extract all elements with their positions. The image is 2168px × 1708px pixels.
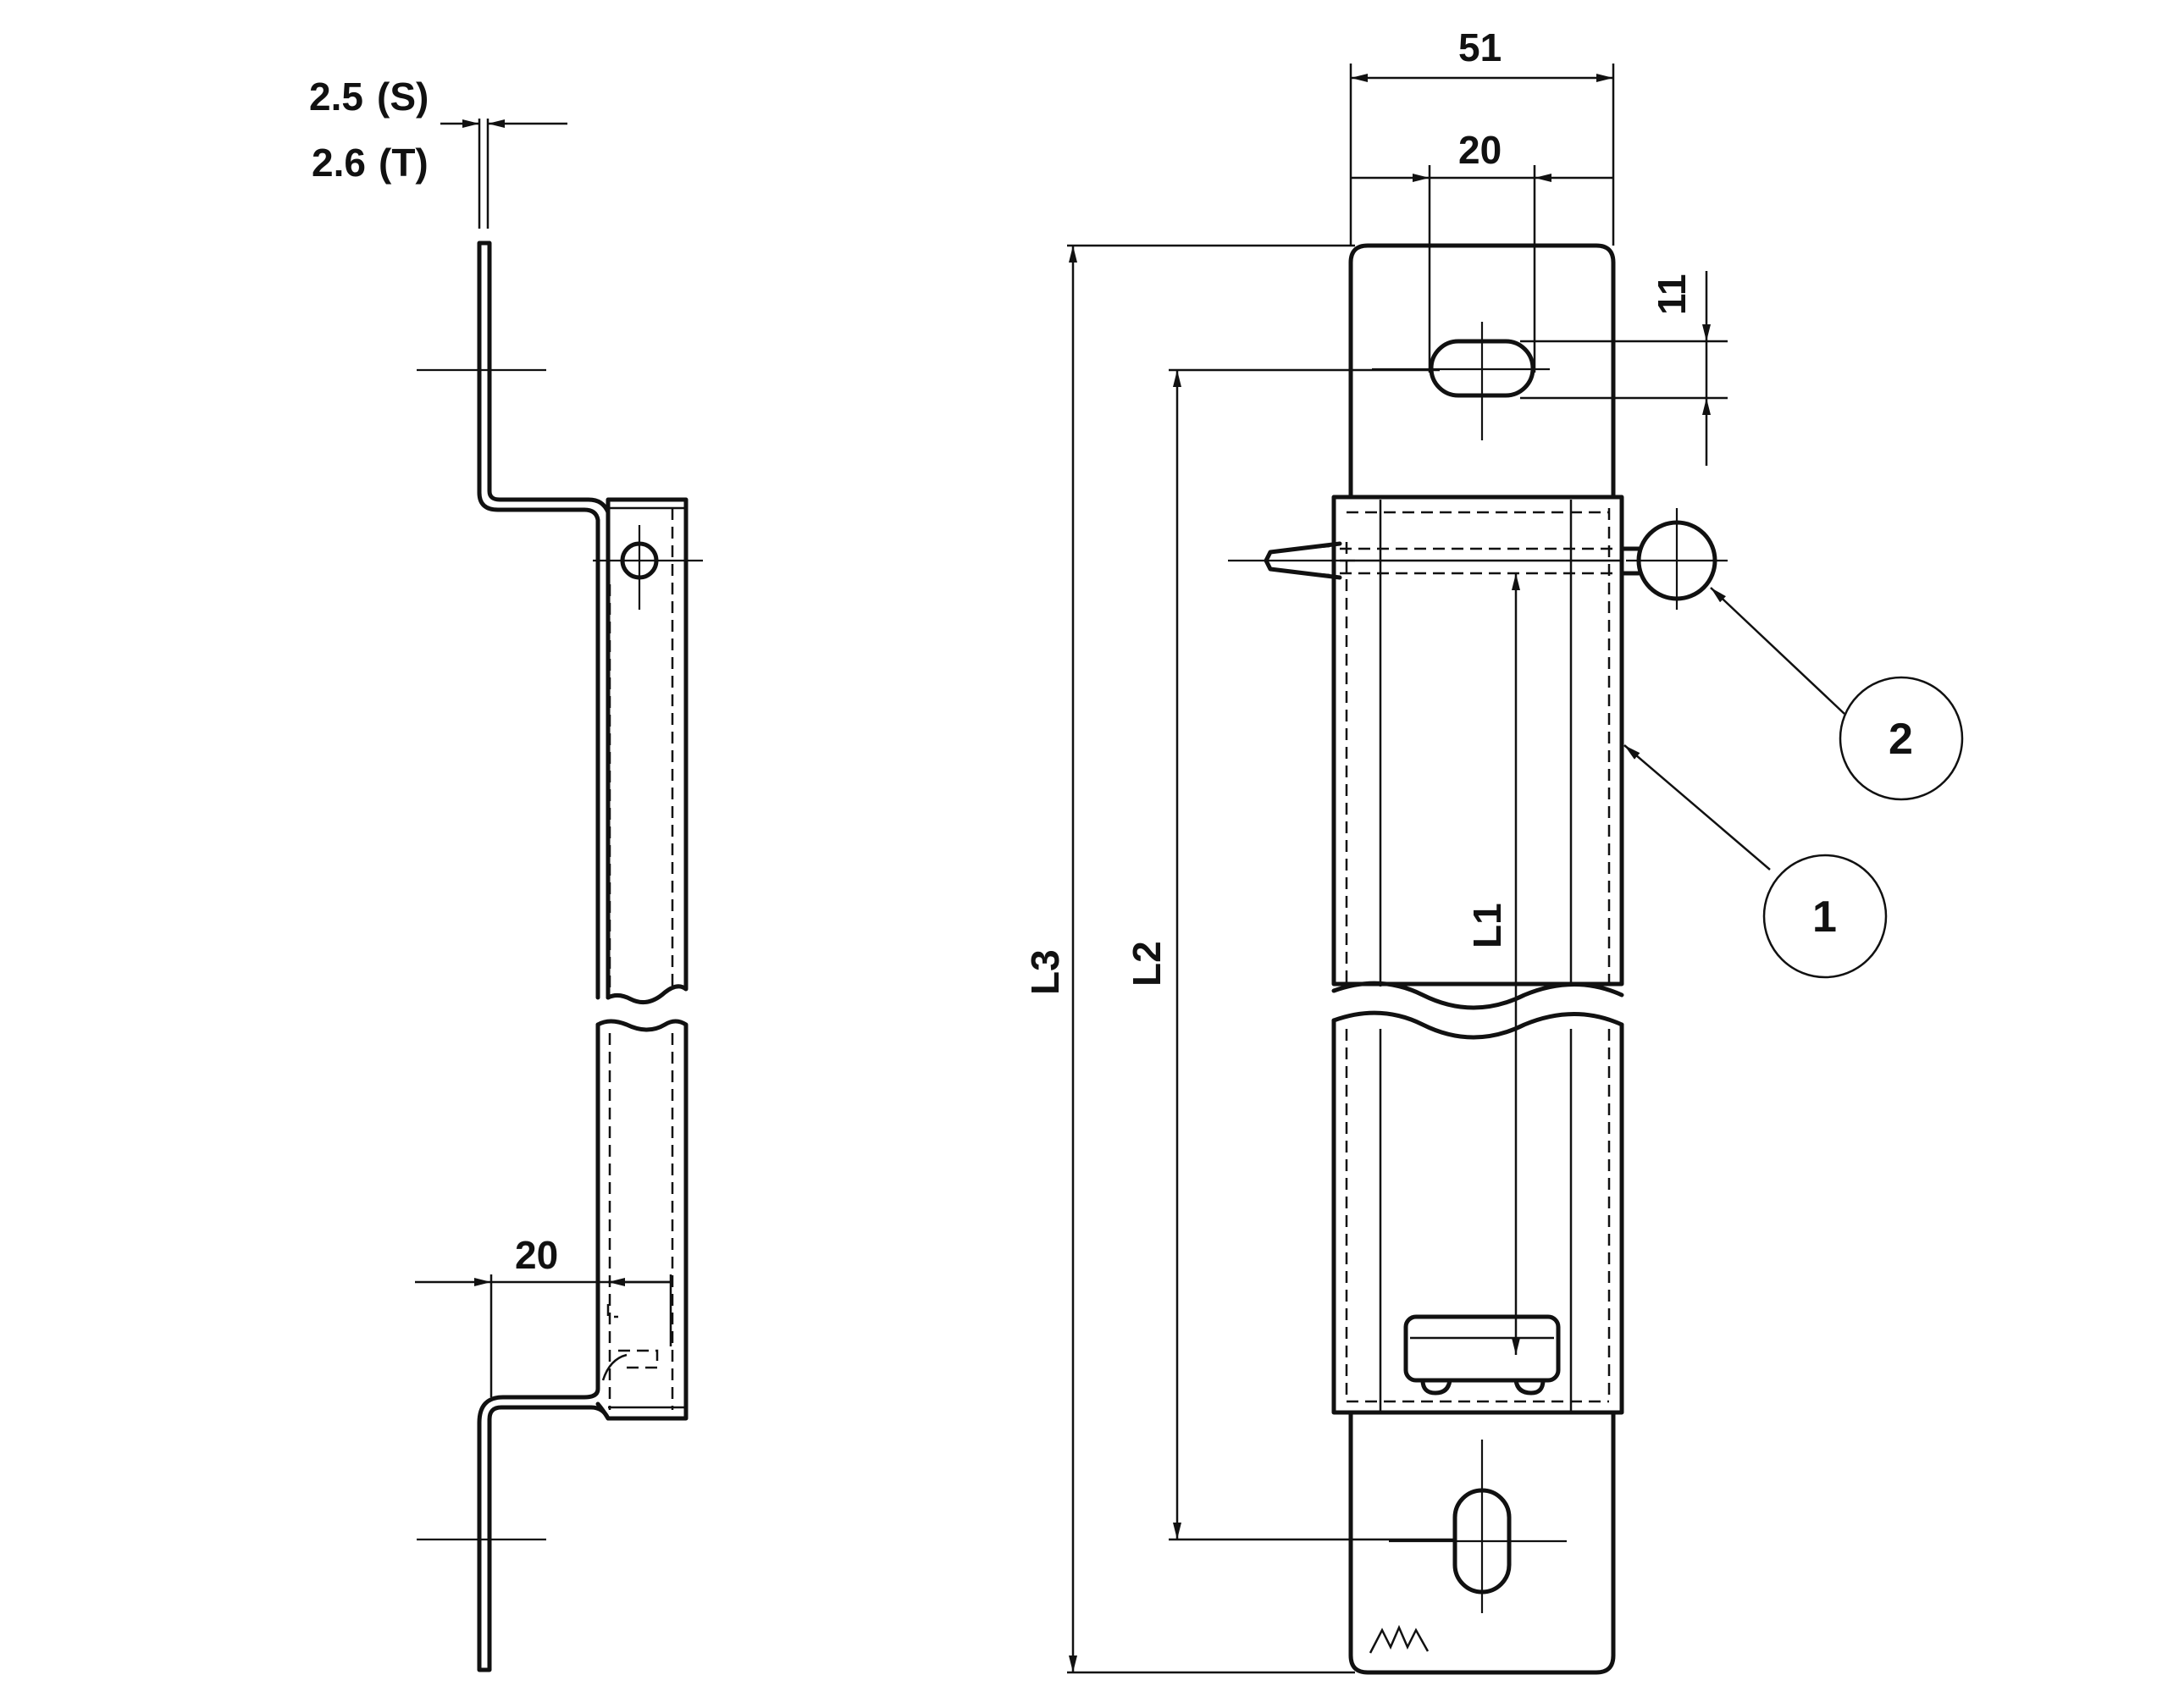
callout-1-circle [1762,854,1888,979]
latch-block [1403,1314,1561,1383]
text-labels: 2.5 (S) 2.6 (T) 20 51 20 11 L3 L2 L1 2 1 [309,25,1913,1277]
side-lower-hook [477,1022,611,1672]
width-dim-label: 51 [1458,25,1502,69]
front-bottom-plate [1348,1410,1616,1675]
side-offset-label: 20 [515,1233,558,1277]
length-2-label: L2 [1125,941,1169,987]
callouts [1623,587,1964,979]
side-upper-hook [477,240,611,1000]
callout-2-circle [1839,676,1964,801]
side-view [415,119,703,1672]
logo-mark [1369,1624,1430,1654]
side-sleeve-upper [606,497,689,1005]
thickness-s-value: 2.5 [309,75,363,119]
front-sleeve-upper [1331,495,1624,987]
thickness-t-suffix: (T) [379,141,429,185]
length-3-label: L3 [1023,949,1067,995]
thickness-s-suffix: (S) [377,75,429,119]
front-view: MM [1067,64,1728,1675]
front-sleeve-lower [1331,1018,1624,1415]
front-top-plate [1348,243,1616,500]
slot-spacing-label: 20 [1458,128,1502,172]
slot-height-label: 11 [1650,274,1694,315]
length-1-label: L1 [1465,903,1509,948]
thickness-t-value: 2.6 [312,141,366,185]
callout-2-label: 2 [1889,715,1913,764]
callout-1-label: 1 [1812,893,1837,942]
